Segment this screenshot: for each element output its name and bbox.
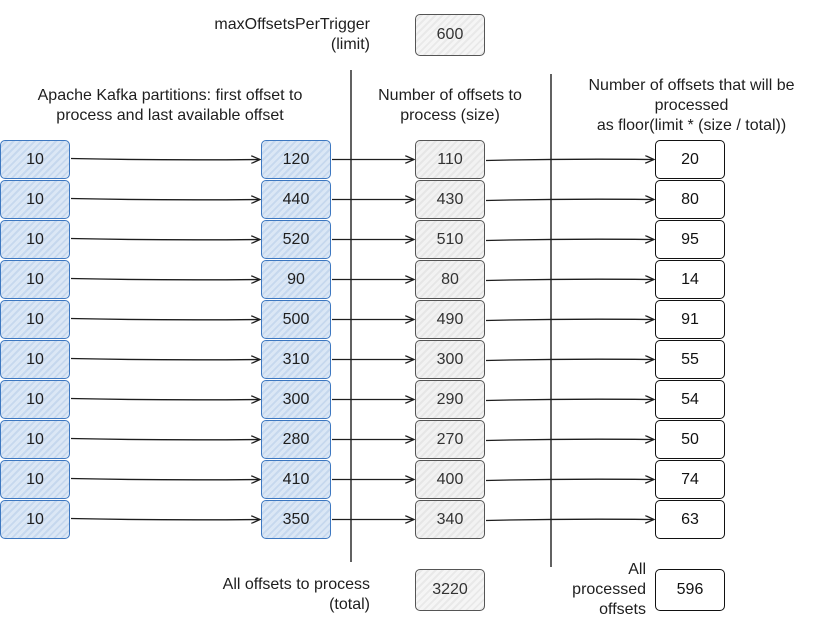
- last-offset-box: 410: [261, 460, 331, 499]
- first-offset-box: 10: [0, 140, 70, 179]
- last-offset-box: 120: [261, 140, 331, 179]
- first-offset-box: 10: [0, 500, 70, 539]
- processed-offset-box: 74: [655, 460, 725, 499]
- first-offset-box: 10: [0, 340, 70, 379]
- size-offset-box: 400: [415, 460, 485, 499]
- arrow-connector: [485, 239, 654, 240]
- limit-label: maxOffsetsPerTrigger (limit): [150, 15, 370, 55]
- arrow-connector: [70, 279, 260, 280]
- partitions-header: Apache Kafka partitions: first offset to…: [0, 86, 340, 126]
- last-offset-box: 500: [261, 300, 331, 339]
- processed-total-label-line3: offsets: [599, 601, 646, 618]
- arrow-connector: [70, 519, 260, 520]
- arrow-connector: [485, 159, 654, 160]
- processed-offset-box: 20: [655, 140, 725, 179]
- total-label: All offsets to process (total): [150, 575, 370, 615]
- processed-total-label-line1: All: [628, 561, 646, 578]
- processed-header: Number of offsets that will be processed…: [552, 76, 831, 136]
- last-offset-box: 520: [261, 220, 331, 259]
- size-offset-box: 490: [415, 300, 485, 339]
- processed-total-label: All processed offsets: [556, 560, 646, 620]
- size-header: Number of offsets to process (size): [352, 86, 548, 126]
- processed-header-line1: Number of offsets that will be: [588, 77, 795, 94]
- arrow-connector: [70, 479, 260, 480]
- arrow-connector: [70, 159, 260, 160]
- size-offset-box: 80: [415, 260, 485, 299]
- processed-offset-box: 50: [655, 420, 725, 459]
- first-offset-box: 10: [0, 420, 70, 459]
- total-label-line2: (total): [329, 596, 370, 613]
- last-offset-box: 300: [261, 380, 331, 419]
- processed-header-line2: processed: [654, 97, 729, 114]
- arrow-connector: [485, 279, 654, 280]
- limit-label-line1: maxOffsetsPerTrigger: [214, 16, 370, 33]
- last-offset-box: 440: [261, 180, 331, 219]
- first-offset-box: 10: [0, 380, 70, 419]
- last-offset-box: 350: [261, 500, 331, 539]
- last-offset-box: 90: [261, 260, 331, 299]
- size-offset-box: 290: [415, 380, 485, 419]
- processed-header-line3: as floor(limit * (size / total)): [596, 117, 787, 134]
- size-offset-box: 510: [415, 220, 485, 259]
- arrow-connector: [485, 439, 654, 440]
- first-offset-box: 10: [0, 180, 70, 219]
- total-value-box: 3220: [415, 569, 485, 611]
- arrow-connector: [70, 359, 260, 360]
- arrow-connector: [485, 479, 654, 480]
- processed-offset-box: 14: [655, 260, 725, 299]
- first-offset-box: 10: [0, 260, 70, 299]
- processed-offset-box: 54: [655, 380, 725, 419]
- size-header-line1: Number of offsets to: [378, 87, 522, 104]
- total-label-line1: All offsets to process: [222, 576, 370, 593]
- size-header-line2: process (size): [400, 107, 500, 124]
- partitions-header-line1: Apache Kafka partitions: first offset to: [37, 87, 303, 104]
- arrow-connector: [485, 359, 654, 360]
- processed-offset-box: 95: [655, 220, 725, 259]
- processed-offset-box: 91: [655, 300, 725, 339]
- processed-offset-box: 55: [655, 340, 725, 379]
- size-offset-box: 340: [415, 500, 485, 539]
- size-offset-box: 110: [415, 140, 485, 179]
- first-offset-box: 10: [0, 300, 70, 339]
- partitions-header-line2: process and last available offset: [56, 107, 284, 124]
- arrow-connector: [485, 199, 654, 200]
- last-offset-box: 280: [261, 420, 331, 459]
- processed-offset-box: 63: [655, 500, 725, 539]
- processed-total-value-box: 596: [655, 569, 725, 611]
- size-offset-box: 300: [415, 340, 485, 379]
- arrow-connector: [70, 199, 260, 200]
- limit-label-line2: (limit): [330, 36, 370, 53]
- processed-total-label-line2: processed: [572, 581, 646, 598]
- size-offset-box: 430: [415, 180, 485, 219]
- first-offset-box: 10: [0, 220, 70, 259]
- arrow-connector: [70, 399, 260, 400]
- limit-value-box: 600: [415, 14, 485, 56]
- arrow-connector: [70, 319, 260, 320]
- arrow-connector: [70, 439, 260, 440]
- arrow-connector: [485, 319, 654, 320]
- arrow-connector: [485, 399, 654, 400]
- arrow-connector: [70, 239, 260, 240]
- last-offset-box: 310: [261, 340, 331, 379]
- arrow-connector: [485, 519, 654, 520]
- first-offset-box: 10: [0, 460, 70, 499]
- size-offset-box: 270: [415, 420, 485, 459]
- processed-offset-box: 80: [655, 180, 725, 219]
